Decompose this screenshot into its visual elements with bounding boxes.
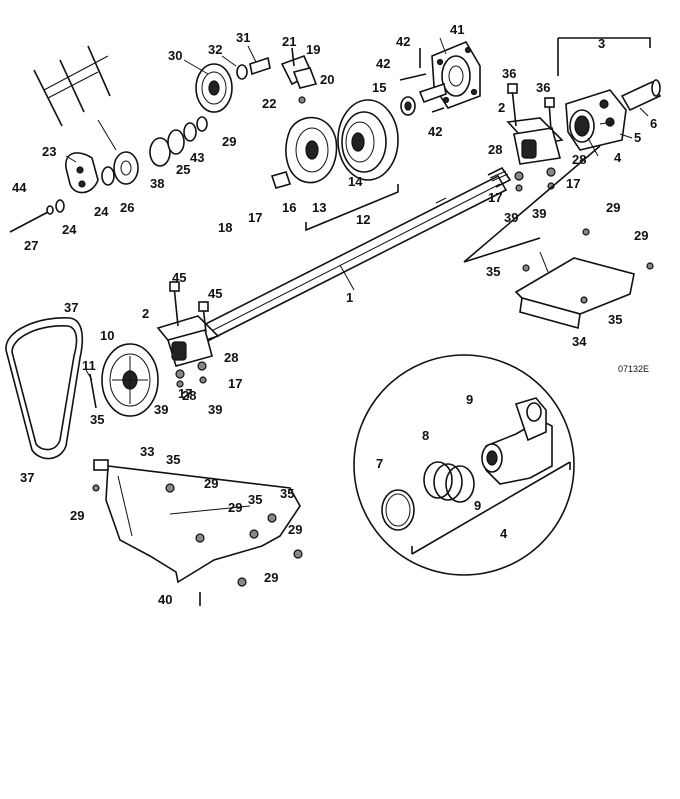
callout-35-a: 35 — [486, 264, 500, 279]
callout-labels: 1 2 2 3 4 4 5 6 7 8 9 9 10 11 12 13 14 1… — [12, 22, 657, 607]
callout-9-bottom: 9 — [474, 498, 481, 513]
electric-clutch — [270, 96, 416, 189]
callout-2-left: 2 — [142, 306, 149, 321]
callout-12: 12 — [356, 212, 370, 227]
callout-6: 6 — [650, 116, 657, 131]
upper-pulley-assembly — [9, 56, 271, 233]
callout-19: 19 — [306, 42, 320, 57]
callout-18: 18 — [218, 220, 232, 235]
callout-35-d: 35 — [166, 452, 180, 467]
right-bearing-assembly — [506, 83, 564, 192]
callout-9-top: 9 — [466, 392, 473, 407]
callout-14: 14 — [348, 174, 363, 189]
callout-41: 41 — [450, 22, 464, 37]
callout-32: 32 — [208, 42, 222, 57]
callout-24-b: 24 — [62, 222, 77, 237]
callout-16: 16 — [282, 200, 296, 215]
callout-4-main: 4 — [614, 150, 622, 165]
callout-27: 27 — [24, 238, 38, 253]
drive-belt — [5, 317, 84, 460]
callout-40: 40 — [158, 592, 172, 607]
callout-7: 7 — [376, 456, 383, 471]
callout-17-e: 17 — [566, 176, 580, 191]
mounting-flange — [399, 40, 481, 113]
callout-29-d: 29 — [70, 508, 84, 523]
lower-pulley — [89, 343, 159, 417]
callout-28-c: 28 — [224, 350, 238, 365]
callout-23: 23 — [42, 144, 56, 159]
callout-17-d: 17 — [488, 190, 502, 205]
callout-29-f: 29 — [228, 500, 242, 515]
callout-30: 30 — [168, 48, 182, 63]
left-bearing-assembly — [156, 281, 220, 388]
callout-2-right: 2 — [498, 100, 505, 115]
callout-1: 1 — [346, 290, 353, 305]
callout-42-c: 42 — [428, 124, 442, 139]
callout-29-h: 29 — [264, 570, 278, 585]
callout-42-b: 42 — [376, 56, 390, 71]
callout-38: 38 — [150, 176, 164, 191]
callout-20: 20 — [320, 72, 334, 87]
detail-view — [353, 145, 601, 576]
callout-28-a: 28 — [488, 142, 502, 157]
mower-blades — [33, 45, 117, 151]
callout-45-b: 45 — [208, 286, 222, 301]
callout-15: 15 — [372, 80, 386, 95]
lower-shield — [92, 459, 303, 606]
callout-17-b: 17 — [228, 376, 242, 391]
callout-17-c: 17 — [178, 386, 192, 401]
callout-29-c: 29 — [634, 228, 648, 243]
callout-8: 8 — [422, 428, 429, 443]
callout-45-a: 45 — [172, 270, 186, 285]
callout-43: 43 — [190, 150, 204, 165]
callout-13: 13 — [312, 200, 326, 215]
clutch-bracket — [280, 47, 318, 104]
callout-17-a: 17 — [248, 210, 262, 225]
callout-33: 33 — [140, 444, 154, 459]
callout-5: 5 — [634, 130, 641, 145]
callout-29-e: 29 — [204, 476, 218, 491]
shaft-guard — [514, 228, 654, 330]
callout-42-a: 42 — [396, 34, 410, 49]
callout-39-d: 39 — [154, 402, 168, 417]
callout-36-a: 36 — [502, 66, 516, 81]
callout-26: 26 — [120, 200, 134, 215]
callout-11: 11 — [82, 358, 96, 373]
callout-29-g: 29 — [288, 522, 302, 537]
callout-35-e: 35 — [248, 492, 262, 507]
callout-39-c: 39 — [208, 402, 222, 417]
callout-35-b: 35 — [608, 312, 622, 327]
callout-10: 10 — [100, 328, 114, 343]
callout-4-detail: 4 — [500, 526, 508, 541]
callout-24-a: 24 — [94, 204, 109, 219]
drive-shaft — [176, 166, 512, 354]
callout-3: 3 — [598, 36, 605, 51]
callout-22: 22 — [262, 96, 276, 111]
callout-36-b: 36 — [536, 80, 550, 95]
leader-lines — [65, 37, 649, 381]
callout-37-a: 37 — [64, 300, 78, 315]
callout-31: 31 — [236, 30, 250, 45]
callout-44: 44 — [12, 180, 27, 195]
figure-code: 07132E — [618, 364, 649, 374]
callout-25: 25 — [176, 162, 190, 177]
callout-35-f: 35 — [280, 486, 294, 501]
callout-28-b: 28 — [572, 152, 586, 167]
callout-28-d: 28 — [182, 388, 196, 403]
callout-29-a: 29 — [222, 134, 236, 149]
callout-21: 21 — [282, 34, 296, 49]
group-brackets — [305, 37, 651, 263]
callout-39-b: 39 — [532, 206, 546, 221]
universal-joint — [565, 79, 662, 151]
callout-29-b: 29 — [606, 200, 620, 215]
callout-39-a: 39 — [504, 210, 518, 225]
callout-37-b: 37 — [20, 470, 34, 485]
callout-35-c: 35 — [90, 412, 104, 427]
callout-34: 34 — [572, 334, 587, 349]
